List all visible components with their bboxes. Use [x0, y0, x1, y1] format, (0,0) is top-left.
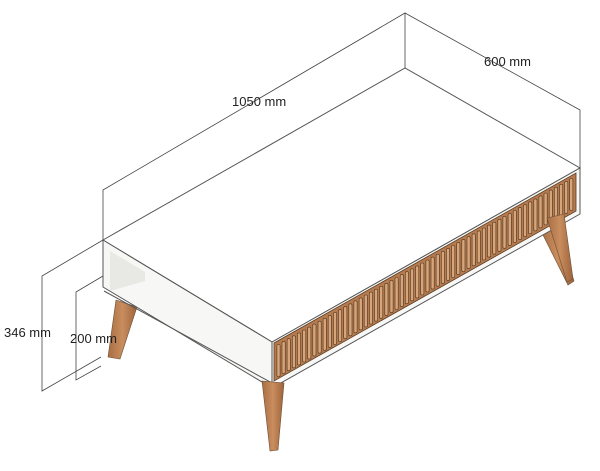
width-label: 600 mm	[484, 54, 531, 69]
flute-slat	[394, 277, 399, 310]
frame-height-dimension-line	[75, 275, 104, 381]
flute-slat	[430, 256, 435, 290]
flute-slat	[476, 230, 481, 264]
flute-slat	[358, 297, 363, 331]
flute-slat	[276, 344, 281, 377]
flute-slat	[456, 242, 461, 275]
flute-slat	[440, 251, 445, 284]
flute-slat	[312, 323, 317, 357]
front-legs	[261, 213, 574, 452]
flute-slat	[317, 320, 322, 354]
back-left-leg	[107, 299, 138, 360]
flute-slat	[466, 236, 471, 269]
flute-slat	[343, 306, 348, 340]
flute-slat	[538, 195, 543, 229]
flute-slat	[410, 268, 415, 302]
flute-slat	[353, 300, 358, 334]
flute-slat	[307, 326, 312, 360]
flute-slat	[446, 248, 450, 281]
flute-slat	[507, 213, 512, 246]
flute-slat	[533, 198, 538, 232]
width-dimension-line	[404, 12, 581, 168]
flute-slat	[543, 192, 548, 226]
flute-slat	[461, 239, 466, 272]
dimension-lines	[41, 12, 581, 392]
open-shelf-recess	[110, 251, 145, 291]
flute-slat	[518, 207, 522, 240]
flute-slat	[297, 332, 301, 366]
flute-slat	[404, 271, 409, 305]
flute-slat	[512, 210, 517, 243]
front-left-leg	[261, 380, 285, 452]
flute-slat	[564, 181, 569, 214]
flute-slat	[471, 233, 476, 267]
frame-height-label: 200 mm	[70, 331, 117, 346]
flute-slat	[487, 224, 492, 258]
flute-slat	[348, 303, 353, 337]
flute-slat	[399, 274, 404, 307]
shelf-line	[103, 290, 273, 384]
flute-slat	[291, 335, 296, 369]
flute-slat	[492, 221, 497, 255]
table-body	[102, 67, 582, 389]
flute-slat	[420, 262, 425, 296]
front-right-leg-partial	[546, 213, 574, 283]
flute-slat	[369, 291, 373, 325]
drawer-fluting	[276, 178, 574, 377]
overall-height-dimension-line	[41, 239, 104, 392]
flute-slat	[502, 216, 507, 249]
length-dimension-line	[102, 12, 406, 240]
flute-slat	[327, 315, 332, 348]
flute-slat	[322, 317, 327, 351]
flute-slat	[528, 201, 533, 235]
flute-slat	[497, 219, 502, 252]
flute-slat	[425, 259, 430, 293]
flute-slat	[559, 184, 564, 217]
length-label: 1050 mm	[232, 94, 286, 109]
flute-slat	[523, 204, 528, 237]
flute-slat	[333, 312, 337, 345]
flute-slat	[363, 294, 368, 328]
flute-slat	[451, 245, 456, 278]
flute-slat	[384, 283, 389, 316]
flute-slat	[281, 341, 286, 374]
flute-slat	[374, 288, 379, 322]
flute-slat	[286, 338, 291, 372]
flute-slat	[482, 227, 486, 261]
flute-slat	[389, 280, 394, 313]
overall-height-label: 346 mm	[4, 325, 51, 340]
flute-slat	[435, 253, 440, 287]
flute-slat	[379, 285, 384, 319]
flute-slat	[553, 186, 558, 220]
flute-slat	[302, 329, 307, 363]
flute-slat	[338, 309, 343, 342]
flute-slat	[415, 265, 420, 299]
flute-slat	[569, 178, 574, 211]
